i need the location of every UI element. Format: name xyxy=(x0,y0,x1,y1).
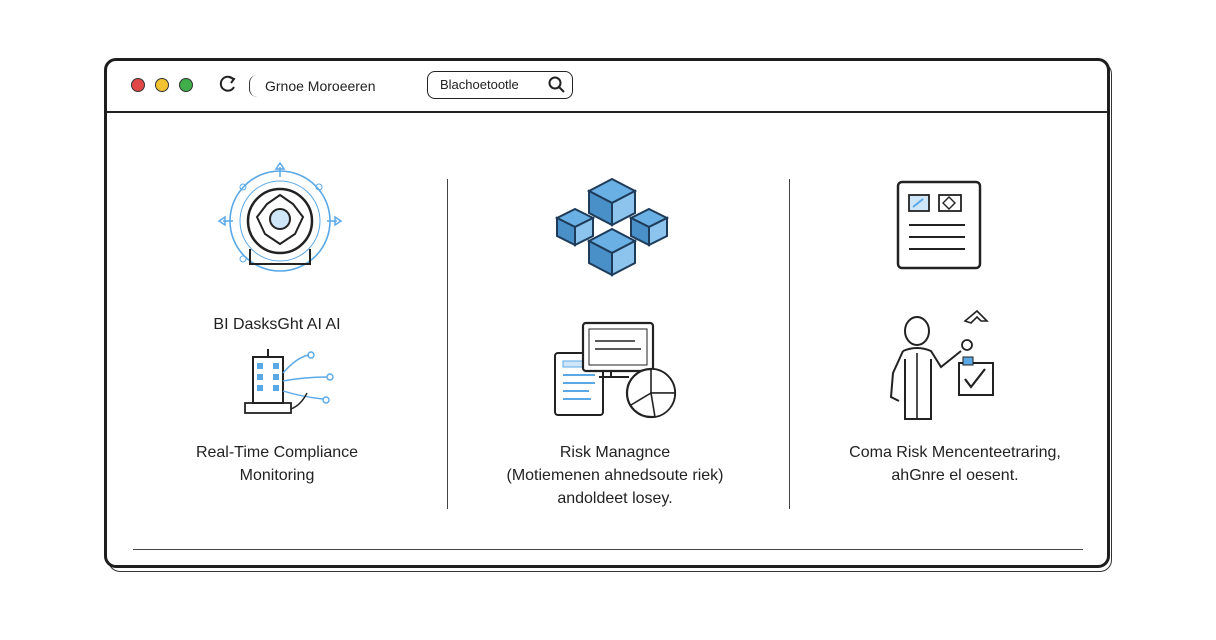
person-checklist-icon xyxy=(889,309,994,420)
feature-description: Coma Risk Mencenteetraring, ahGnre el oe… xyxy=(815,441,1095,487)
minimize-button[interactable] xyxy=(155,78,169,92)
browser-tab[interactable]: Grnoe Moroeeren xyxy=(249,73,415,99)
feature-description: Risk Managnce (Motiemenen ahnedsoute rie… xyxy=(475,441,755,510)
feature-label: BI DasksGht AI AI xyxy=(213,316,341,333)
search-box[interactable]: Blachoetootle xyxy=(427,71,573,99)
tab-title: Grnoe Moroeeren xyxy=(265,78,376,94)
close-button[interactable] xyxy=(131,78,145,92)
feature-label-line: Monitoring xyxy=(239,467,315,484)
document-card-icon xyxy=(896,180,982,270)
gear-network-icon xyxy=(217,161,343,272)
feature-description-line: andoldeet losey. xyxy=(557,490,673,507)
feature-label-line: Real-Time Compliance xyxy=(195,444,359,461)
feature-label: Real-Time Compliance Monitoring xyxy=(167,441,387,487)
devices-chart-icon xyxy=(554,321,677,419)
maximize-button[interactable] xyxy=(179,78,193,92)
browser-window: Grnoe Moroeeren Blachoetootle BI DasksGh… xyxy=(104,58,1110,568)
reload-icon[interactable] xyxy=(217,73,239,95)
column-divider xyxy=(447,179,448,509)
search-input[interactable]: Blachoetootle xyxy=(440,77,519,92)
feature-title: Risk Managnce xyxy=(559,444,671,461)
cube-stack-icon xyxy=(554,177,670,277)
server-network-icon xyxy=(244,349,334,414)
browser-toolbar: Grnoe Moroeeren Blachoetootle xyxy=(107,61,1107,113)
feature-description-line: ahGnre el oesent. xyxy=(891,467,1019,484)
feature-description-line: (Motiemenen ahnedsoute riek) xyxy=(506,467,724,484)
column-divider xyxy=(789,179,790,509)
footer-divider xyxy=(133,549,1083,550)
feature-description-line: Coma Risk Mencenteetraring, xyxy=(849,444,1061,461)
search-icon[interactable] xyxy=(548,76,566,94)
